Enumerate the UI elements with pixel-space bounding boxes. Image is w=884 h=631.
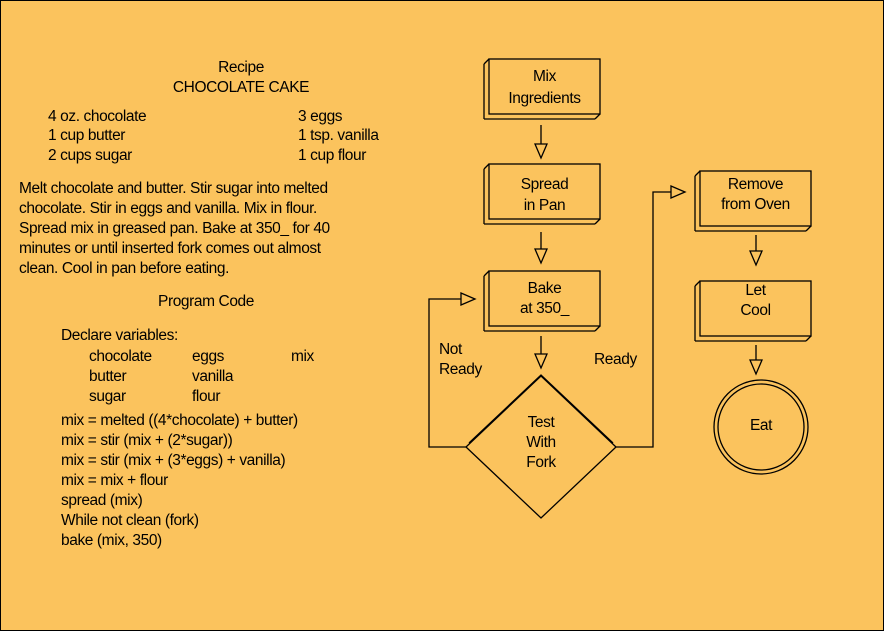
arrow-cool-to-eat (749, 345, 763, 376)
arrow-ready-path (616, 185, 687, 448)
arrow-not-ready-loop (428, 292, 477, 448)
spread-in-pan-box: Spread in Pan (489, 164, 600, 219)
box-label: at 350_ (520, 300, 569, 317)
recipe-instructions: Melt chocolate and butter. Stir sugar in… (19, 179, 469, 279)
ingredient-left-2: 1 cup butter (48, 127, 126, 144)
ingredient-right-2: 1 tsp. vanilla (298, 127, 379, 144)
box-label: With (526, 434, 556, 451)
variable: flour (192, 388, 221, 405)
box-label: Ingredients (508, 90, 581, 107)
variable: butter (89, 368, 127, 385)
box-label: Mix (533, 68, 556, 85)
eat-circle-shape (713, 379, 809, 475)
recipe-title: CHOCOLATE CAKE (172, 79, 310, 96)
code-line: bake (mix, 350) (61, 532, 162, 549)
instruction-line: clean. Cool in pan before eating. (19, 260, 229, 277)
variable: eggs (192, 348, 225, 365)
ingredient-right-1: 3 eggs (298, 108, 343, 125)
instruction-line: minutes or until inserted fork comes out… (19, 240, 321, 257)
remove-box-shape (694, 170, 812, 232)
arrow-remove-to-cool (749, 235, 763, 267)
arrow-mix-to-spread (534, 125, 548, 160)
recipe-heading: Recipe (218, 59, 264, 76)
box-label: Spread (520, 176, 569, 193)
test-diamond-shape (465, 374, 617, 519)
not-ready-label: Ready (439, 361, 482, 378)
box-label: Remove (727, 176, 784, 193)
box-label: Bake (527, 280, 562, 297)
mix-ingredients-box: Mix Ingredients (489, 59, 600, 114)
code-line: spread (mix) (61, 492, 143, 509)
box-label: Cool (740, 302, 771, 319)
mix-box-shape (483, 58, 601, 120)
code-line: mix = stir (mix + (2*sugar)) (61, 432, 233, 449)
bake-box: Bake at 350_ (489, 271, 600, 326)
spread-box-shape (483, 163, 601, 225)
instruction-line: chocolate. Stir in eggs and vanilla. Mix… (19, 200, 317, 217)
ingredient-left-3: 2 cups sugar (48, 147, 132, 164)
box-label: from Oven (721, 196, 790, 213)
eat-terminal: Eat (711, 416, 811, 438)
not-ready-label: Not (439, 341, 462, 358)
ready-label: Ready (594, 351, 637, 368)
instruction-line: Melt chocolate and butter. Stir sugar in… (19, 180, 328, 197)
variable: sugar (89, 388, 126, 405)
box-label: Let (745, 282, 766, 299)
bake-box-shape (483, 270, 601, 332)
ingredient-right-3: 1 cup flour (298, 147, 366, 164)
code-line: While not clean (fork) (61, 512, 199, 529)
cool-box-shape (694, 280, 812, 342)
code-line: mix = mix + flour (61, 472, 168, 489)
let-cool-box: Let Cool (700, 281, 811, 336)
program-heading: Program Code (158, 293, 254, 310)
box-label: Fork (526, 454, 556, 471)
remove-from-oven-box: Remove from Oven (700, 171, 811, 226)
arrow-spread-to-bake (534, 232, 548, 265)
arrow-bake-to-test (534, 336, 548, 370)
code-line: mix = stir (mix + (3*eggs) + vanilla) (61, 452, 286, 469)
box-label: in Pan (523, 197, 566, 214)
variable: chocolate (89, 348, 152, 365)
variable: vanilla (192, 368, 234, 385)
test-with-fork-decision: Test With Fork (491, 413, 591, 479)
variable: mix (291, 348, 314, 365)
ingredient-left-1: 4 oz. chocolate (48, 108, 147, 125)
box-label: Test (527, 414, 555, 431)
code-line: mix = melted ((4*chocolate) + butter) (61, 412, 298, 429)
box-label: Eat (749, 417, 773, 434)
instruction-line: Spread mix in greased pan. Bake at 350_ … (19, 220, 330, 237)
declare-label: Declare variables: (61, 327, 178, 344)
